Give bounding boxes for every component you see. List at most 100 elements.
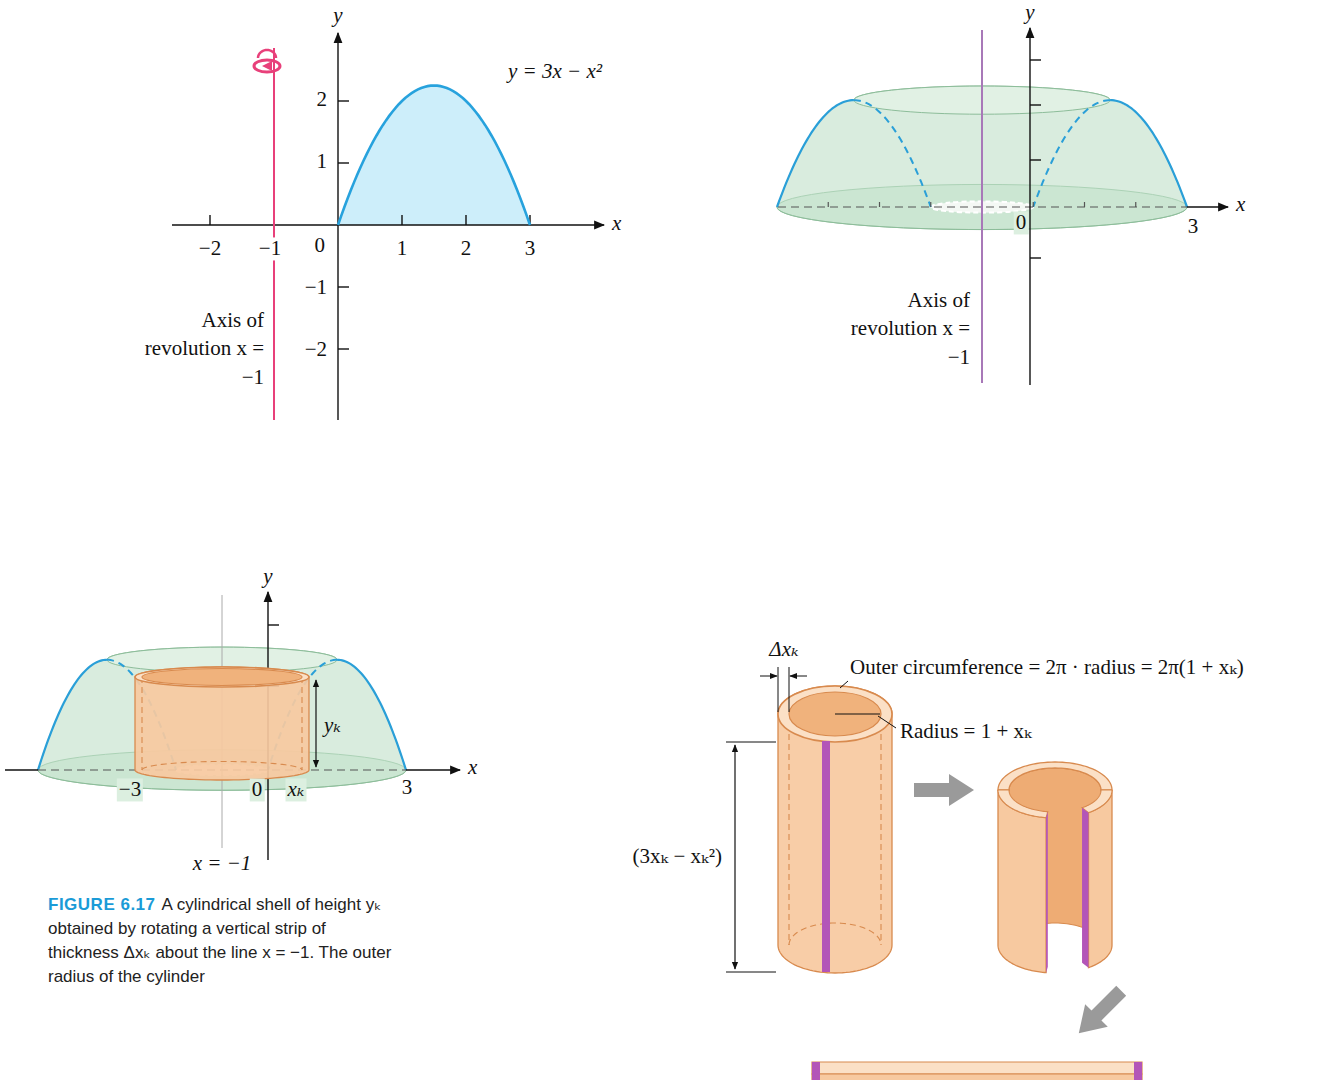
axis-name: x [612,212,621,235]
tick-mark [338,286,349,287]
origin-label: 0 [250,778,265,801]
solid-view [777,28,1228,385]
tick-number: −3 [117,778,143,801]
solid-surface [38,647,406,790]
profile-curve [854,100,931,207]
axis-caption: Axis of revolution x = −1 [840,286,970,371]
cut-edge [1134,1062,1142,1080]
region-graph [172,33,604,420]
extension-line [726,972,776,973]
tick-number: −1 [305,276,327,299]
x-axis [5,769,38,770]
profile-curve [777,100,854,207]
shell-unrolling [726,667,1142,1080]
opened-shell [1089,790,1112,968]
rotation-symbol [258,50,276,58]
tick-mark [1033,202,1034,207]
axis-name: x [468,756,477,779]
tick-number: 2 [461,237,472,260]
shell-cylinder [789,692,881,736]
axis-name: x [1236,193,1245,216]
opened-shell [998,762,1112,790]
tick-mark [465,215,466,225]
leader-line [878,716,896,728]
tick-mark [879,202,880,207]
tick-number: 3 [400,776,415,799]
thickness-mark [778,667,779,712]
cylindrical-shell [135,667,309,687]
origin-label: 0 [1014,211,1029,234]
tick-number: 1 [317,150,328,173]
opened-shell [998,790,1048,818]
cut-strip [822,741,830,972]
height-label: yₖ [324,714,341,737]
tick-mark [338,100,349,101]
circumference-label: Outer circumference = 2π · radius = 2π(1… [850,656,1244,679]
flattened-slab [812,1074,1142,1080]
x-axis [406,769,460,770]
y-axis [1029,28,1030,385]
shell-in-solid [5,592,460,860]
tick-number: −2 [199,237,221,260]
shell-cylinder [778,686,892,742]
cylindrical-shell [135,667,309,780]
tick-mark [828,202,829,207]
rotation-symbol [262,61,272,71]
tick-number: −1 [257,237,283,260]
figure-caption-block: FIGURE 6.17A cylindrical shell of height… [48,893,393,989]
rotation-symbol [254,60,280,72]
tick-number: 1 [397,237,408,260]
tick-number: 2 [317,88,328,111]
figure-number: FIGURE 6.17 [48,895,156,914]
tick-number: 3 [1186,215,1201,238]
parabola-curve [338,86,530,226]
cut-edge [1082,808,1088,968]
x-axis [172,224,604,225]
cylindrical-shell [142,669,302,686]
tick-mark [1135,202,1136,207]
shell-cylinder [789,923,881,945]
tick-mark [268,624,279,625]
profile-curve [337,660,406,770]
position-label: xₖ [286,778,307,801]
shell-cylinder [880,714,881,945]
tick-number: 3 [525,237,536,260]
profile-curve [38,660,107,770]
tick-mark [1030,59,1041,60]
thickness-mark [789,667,790,712]
thickness-arrow [760,676,777,677]
height-dimension [315,680,316,767]
curve-equation: y = 3x − x² [508,60,602,83]
extension-line [726,742,776,743]
height-label: (3xₖ − xₖ²) [633,845,722,868]
axis-name: y [263,565,272,588]
cylindrical-shell [301,677,302,770]
tick-mark [1030,104,1041,105]
tick-mark [209,215,210,225]
tick-mark [1030,257,1041,258]
height-dimension [734,745,735,969]
tick-mark [1084,202,1085,207]
axis-of-revolution [981,30,983,383]
shaded-region [338,86,530,226]
leader-line [840,681,848,688]
process-arrow [914,774,974,806]
radius-line [835,713,880,714]
thickness-arrow [790,676,807,677]
cut-edge [812,1062,820,1080]
y-axis [337,33,338,420]
axis-caption: Axis of revolution x = −1 [134,306,264,391]
axis-of-revolution [273,48,275,420]
flattened-slab [812,1062,1142,1074]
cylindrical-shell [141,677,142,770]
axis-name: y [333,4,342,27]
thickness-label: Δxₖ [769,638,798,661]
cylindrical-shell [142,762,302,771]
profile-curve [1033,100,1110,207]
radius-label: Radius = 1 + xₖ [900,720,1032,743]
axis-caption: x = −1 [193,852,252,875]
tick-mark [401,215,402,225]
opened-shell [1082,790,1112,813]
